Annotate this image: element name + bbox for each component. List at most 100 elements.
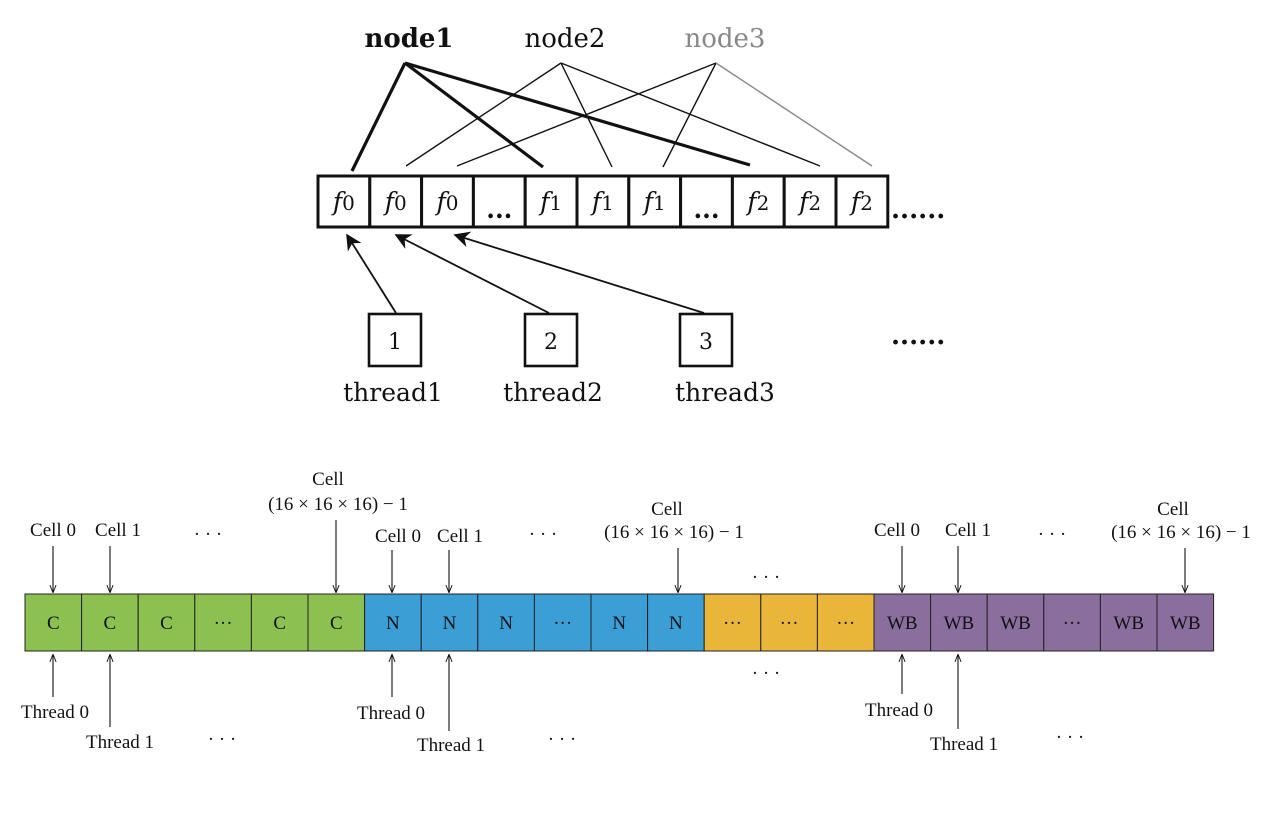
memory-cell-text: ···	[1063, 613, 1082, 634]
memory-cell: WB	[1156, 593, 1215, 652]
memory-cell: WB	[1099, 593, 1158, 652]
memory-cell-text: ···	[553, 613, 572, 634]
thread1-arrow	[346, 233, 397, 314]
memory-cell: ···	[533, 593, 592, 652]
top-diagram: node1 node2 node3 f0 f0 f0... f1 f1 f1... f2 f2…	[316, 24, 945, 407]
n-cell1-label: Cell 1	[437, 526, 483, 547]
memory-cell-text: N	[386, 613, 400, 634]
array-cell-text: f0	[435, 187, 459, 216]
function-array: f0 f0 f0... f1 f1 f1... f2 f2 f2	[316, 174, 890, 229]
memory-cell-text: ···	[723, 613, 742, 634]
node1-label: node1	[364, 24, 453, 54]
thread1-label: thread1	[343, 378, 443, 407]
memory-cell: ···	[703, 593, 762, 652]
node3-links	[456, 62, 873, 168]
threads-trailing-ellipsis: ......	[891, 321, 945, 351]
array-cell: f2	[782, 174, 838, 229]
mid-ellipsis-top: · · ·	[752, 567, 780, 588]
memory-cell-text: C	[47, 613, 60, 634]
memory-cell: ···	[816, 593, 875, 652]
memory-cell: C	[250, 593, 309, 652]
n-last-cell-formula: (16 × 16 × 16) − 1	[604, 522, 744, 543]
memory-cell-text: WB	[887, 613, 918, 634]
array-cell-text: f2	[745, 187, 769, 216]
array-cell: f1	[523, 174, 579, 229]
thread2: 2 thread2	[503, 312, 603, 407]
array-cell-text: ...	[693, 195, 719, 224]
memory-cell-text: WB	[1170, 613, 1201, 634]
array-cell-text: f1	[538, 187, 562, 216]
thread3: 3 thread3	[675, 312, 775, 407]
c-last-cell-formula: (16 × 16 × 16) − 1	[268, 494, 408, 515]
memory-cell: N	[477, 593, 535, 652]
memory-cell: WB	[930, 593, 988, 652]
array-cell: ...	[471, 174, 527, 229]
array-cell-text: ...	[486, 195, 512, 224]
n-ellipsis-top: · · ·	[529, 524, 557, 545]
bottom-arrows	[53, 655, 958, 731]
c-cell1-label: Cell 1	[95, 520, 141, 541]
array-cell: f2	[730, 174, 786, 229]
node2-links	[405, 62, 821, 168]
array-cell-text: f1	[642, 187, 666, 216]
node2-label: node2	[525, 24, 606, 54]
array-trailing-ellipsis: ......	[891, 195, 945, 225]
wb-cell0-label: Cell 0	[874, 520, 920, 541]
memory-cell: C	[24, 593, 83, 652]
wb-last-cell-word: Cell	[1157, 499, 1189, 520]
thread3-box	[678, 312, 734, 368]
memory-cell: N	[420, 593, 479, 652]
memory-cell: N	[590, 593, 649, 652]
memory-cell-text: C	[104, 613, 117, 634]
node1-links	[350, 61, 751, 172]
thread2-number: 2	[544, 330, 558, 355]
memory-cell-text: ···	[214, 613, 233, 634]
memory-cell-text: ···	[780, 613, 799, 634]
array-cell: f0	[420, 174, 475, 229]
array-cell: f0	[316, 174, 372, 229]
c-ellipsis-bottom: · · ·	[208, 729, 236, 750]
memory-cell: ···	[194, 593, 252, 652]
thread1-box	[367, 312, 423, 368]
c-thread1-label: Thread 1	[86, 732, 154, 753]
array-cell-text: f0	[331, 187, 355, 216]
array-cell-text: f1	[590, 187, 614, 216]
array-cell: f0	[368, 174, 424, 229]
array-cell-text: f0	[383, 187, 407, 216]
thread2-label: thread2	[503, 378, 603, 407]
n-ellipsis-bottom: · · ·	[548, 729, 576, 750]
mid-ellipsis-bottom: · · ·	[752, 663, 780, 684]
thread1: 1 thread1	[343, 312, 443, 407]
memory-cell: N	[647, 593, 705, 652]
memory-cell: N	[364, 593, 422, 652]
memory-cell: WB	[873, 593, 932, 652]
memory-cell: C	[137, 593, 196, 652]
array-cell: f1	[627, 174, 683, 229]
n-thread1-label: Thread 1	[417, 735, 485, 756]
thread-arrows	[346, 231, 705, 314]
memory-cell: ···	[1043, 593, 1101, 652]
thread2-arrow	[394, 234, 550, 314]
node3-label: node3	[685, 24, 766, 54]
memory-cell-text: C	[160, 613, 173, 634]
array-cell-text: f2	[849, 187, 873, 216]
array-cell: f1	[575, 174, 631, 229]
memory-cell-text: N	[669, 613, 683, 634]
wb-thread1-label: Thread 1	[930, 734, 998, 755]
memory-cell: ···	[760, 593, 818, 652]
thread3-arrow	[453, 231, 705, 314]
memory-cell-text: C	[330, 613, 343, 634]
memory-cell-text: WB	[944, 613, 975, 634]
memory-cell-text: N	[443, 613, 457, 634]
memory-cell-text: ···	[836, 613, 855, 634]
memory-cell: C	[307, 593, 366, 652]
wb-ellipsis-bottom: · · ·	[1056, 727, 1084, 748]
n-last-cell-word: Cell	[651, 499, 683, 520]
array-cell: f2	[834, 174, 890, 229]
wb-ellipsis-top: · · ·	[1038, 524, 1066, 545]
memory-cell-text: N	[499, 613, 513, 634]
memory-cell: C	[81, 593, 139, 652]
thread2-box	[523, 312, 579, 368]
